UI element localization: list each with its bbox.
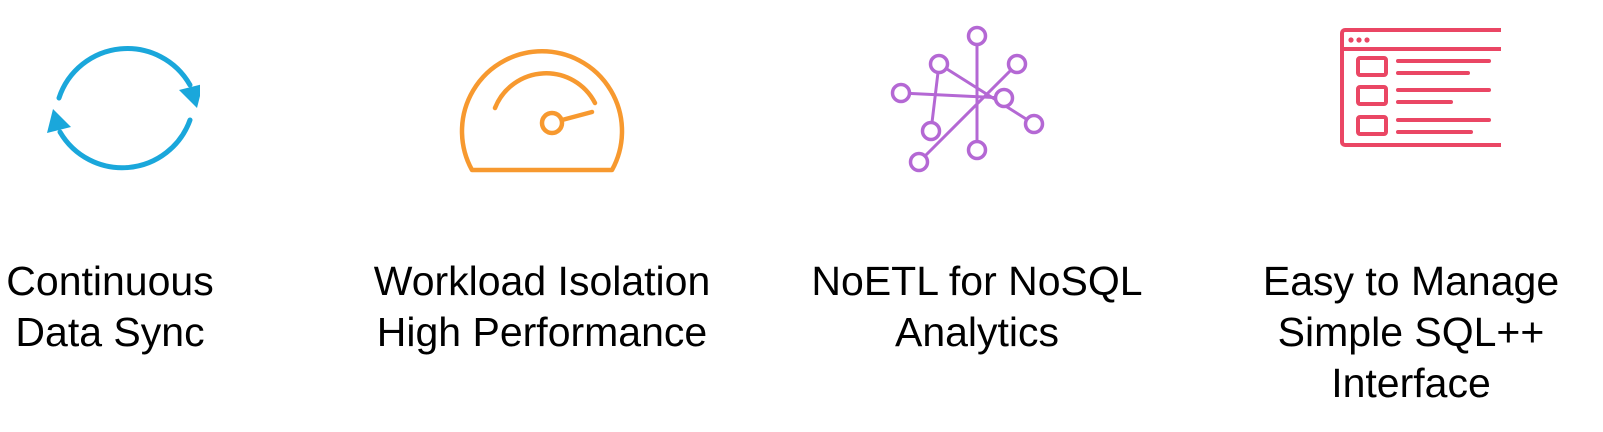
label-line-2: Analytics	[894, 309, 1060, 355]
label-line-1: Easy to Manage	[1262, 258, 1560, 304]
feature-label: Workload Isolation High Performance	[322, 256, 762, 358]
label-line-1: Workload Isolation	[373, 258, 711, 304]
label-line-2: High Performance	[376, 309, 708, 355]
speedometer-icon	[452, 20, 632, 190]
sync-arrows-icon	[20, 20, 200, 190]
feature-easy-to-manage: Easy to Manage Simple SQL++ Interface	[1191, 0, 1603, 432]
browser-window-icon	[1321, 20, 1501, 190]
network-nodes-icon	[887, 20, 1067, 190]
feature-label: Continuous Data Sync	[0, 256, 330, 358]
feature-label: NoETL for NoSQL Analytics	[757, 256, 1197, 358]
label-line-2: Simple SQL++	[1277, 309, 1545, 355]
label-line-1: NoETL for NoSQL	[811, 258, 1143, 304]
feature-label: Easy to Manage Simple SQL++ Interface	[1191, 256, 1603, 409]
label-line-1: Continuous	[6, 258, 214, 304]
feature-noetl-analytics: NoETL for NoSQL Analytics	[757, 0, 1197, 432]
label-line-2: Data Sync	[15, 309, 205, 355]
feature-continuous-data-sync: Continuous Data Sync	[0, 0, 330, 432]
feature-workload-isolation: Workload Isolation High Performance	[322, 0, 762, 432]
label-line-3: Interface	[1331, 360, 1491, 406]
